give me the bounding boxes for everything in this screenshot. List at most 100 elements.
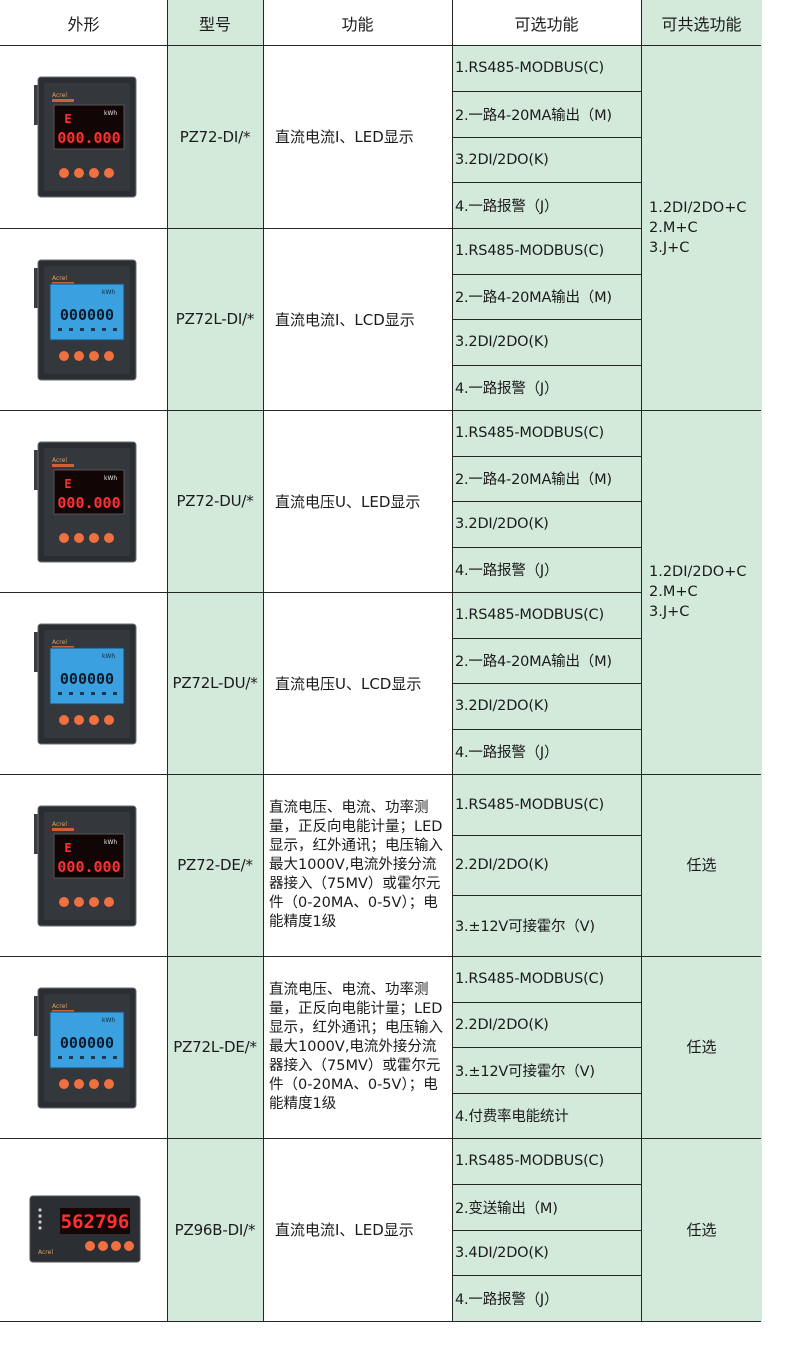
meter-button <box>104 715 114 725</box>
meter-button <box>104 897 114 907</box>
lcd-tick <box>102 692 106 695</box>
lcd-tick <box>80 1056 84 1059</box>
row-border <box>0 592 641 593</box>
meter-button <box>111 1241 121 1251</box>
lcd-tick <box>58 692 62 695</box>
model-cell: PZ72L-DE/* <box>167 956 263 1138</box>
header-options: 可选功能 <box>452 0 641 45</box>
option-cell: 1.RS485-MODBUS(C) <box>452 228 641 274</box>
lcd-tick <box>69 1056 73 1059</box>
header-model: 型号 <box>167 0 263 45</box>
meter-button <box>59 1079 69 1089</box>
option-cell: 2.一路4-20MA输出（M) <box>452 274 641 319</box>
option-cell: 2.一路4-20MA输出（M) <box>452 456 641 501</box>
meter-reading: 000.000 <box>57 858 120 876</box>
option-divider <box>452 1275 641 1276</box>
option-cell: 4.付费率电能统计 <box>452 1093 641 1138</box>
mount-clip-left <box>34 268 40 308</box>
meter-button <box>89 351 99 361</box>
option-cell: 1.RS485-MODBUS(C) <box>452 774 641 835</box>
model-cell: PZ72-DI/* <box>167 45 263 228</box>
lcd-tick <box>69 692 73 695</box>
meter-reading: 000000 <box>60 670 114 688</box>
option-cell: 2.一路4-20MA输出（M) <box>452 638 641 683</box>
meter-button <box>104 168 114 178</box>
option-cell: 3.2DI/2DO(K) <box>452 319 641 365</box>
option-divider <box>452 137 641 138</box>
column-border <box>263 0 264 1322</box>
lcd-tick <box>113 692 117 695</box>
meter-button <box>98 1241 108 1251</box>
option-cell: 3.2DI/2DO(K) <box>452 683 641 729</box>
row-border <box>0 1138 762 1139</box>
option-cell: 4.一路报警（J） <box>452 182 641 228</box>
option-cell: 3.±12V可接霍尔（V) <box>452 1047 641 1093</box>
meter-button <box>104 1079 114 1089</box>
column-border <box>641 0 642 1322</box>
option-cell: 2.2DI/2DO(K) <box>452 835 641 895</box>
option-divider <box>452 895 641 896</box>
column-border <box>761 0 762 1322</box>
brand-label: Acrel <box>52 457 67 464</box>
mount-clip-left <box>34 450 40 490</box>
option-divider <box>452 1093 641 1094</box>
lcd-tick <box>69 328 73 331</box>
meter-button <box>124 1241 134 1251</box>
meter-button <box>74 715 84 725</box>
option-cell: 2.一路4-20MA输出（M) <box>452 91 641 137</box>
option-cell: 2.变送输出（M) <box>452 1184 641 1230</box>
function-cell: 直流电压、电流、功率测量，正反向电能计量；LED显示，红外通讯；电压输入最大10… <box>263 774 452 956</box>
option-divider <box>452 683 641 684</box>
model-cell: PZ72L-DI/* <box>167 228 263 410</box>
lcd-tick <box>113 1056 117 1059</box>
meter-button <box>74 897 84 907</box>
option-cell: 4.一路报警（J） <box>452 1275 641 1321</box>
header-function: 功能 <box>263 0 452 45</box>
mount-clip-left <box>34 85 40 125</box>
brand-stripe <box>52 99 74 102</box>
option-divider <box>452 456 641 457</box>
option-cell: 3.4DI/2DO(K) <box>452 1230 641 1275</box>
meter-button <box>104 351 114 361</box>
combined-options-cell: 任选 <box>641 1138 762 1321</box>
meter-button <box>59 715 69 725</box>
model-cell: PZ72-DE/* <box>167 774 263 956</box>
model-cell: PZ72L-DU/* <box>167 592 263 774</box>
meter-button <box>89 897 99 907</box>
option-cell: 2.2DI/2DO(K) <box>452 1002 641 1047</box>
unit-label: kWh <box>102 289 115 296</box>
model-cell: PZ96B-DI/* <box>167 1138 263 1321</box>
row-border <box>0 45 762 46</box>
indicator-dot <box>38 1226 42 1230</box>
lcd-tick <box>91 328 95 331</box>
option-divider <box>452 835 641 836</box>
meter-reading: 000.000 <box>57 129 120 147</box>
meter-display <box>49 283 125 341</box>
option-divider <box>452 365 641 366</box>
indicator-dot <box>38 1220 42 1224</box>
option-cell: 1.RS485-MODBUS(C) <box>452 1138 641 1184</box>
header-appearance: 外形 <box>0 0 167 45</box>
meter-reading: 000.000 <box>57 494 120 512</box>
lcd-tick <box>80 692 84 695</box>
brand-label: Acrel <box>52 92 67 99</box>
lcd-tick <box>91 692 95 695</box>
option-cell: 4.一路报警（J） <box>452 365 641 410</box>
brand-label: Acrel <box>52 639 67 646</box>
meter-button <box>74 351 84 361</box>
brand-label: Acrel <box>38 1249 53 1256</box>
row-border <box>0 774 762 775</box>
option-divider <box>452 1230 641 1231</box>
option-divider <box>452 182 641 183</box>
brand-stripe <box>52 464 74 467</box>
lcd-tick <box>80 328 84 331</box>
